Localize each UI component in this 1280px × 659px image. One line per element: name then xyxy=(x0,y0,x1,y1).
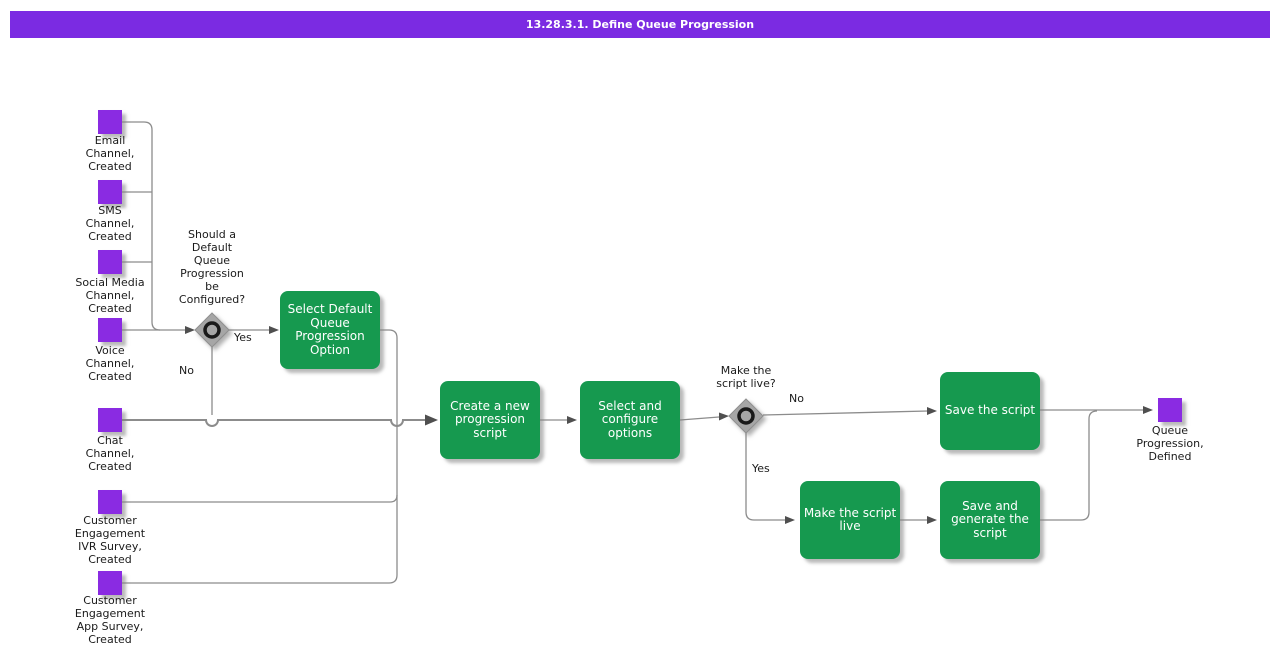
start-event-app-label: Customer Engagement App Survey, Created xyxy=(74,594,146,646)
diagram-title-bar: 13.28.3.1. Define Queue Progression xyxy=(10,11,1270,38)
task-save-script: Save the script xyxy=(940,372,1040,450)
start-event-social-label: Social Media Channel, Created xyxy=(75,276,145,315)
task-create-progression-script-label: Create a new progression script xyxy=(450,398,530,440)
connector-no2 xyxy=(762,410,929,416)
connector-app-survey xyxy=(122,574,398,584)
task-save-generate-script: Save and generate the script xyxy=(940,481,1040,559)
start-event-voice-label: Voice Channel, Created xyxy=(85,344,135,383)
connector-main-flow xyxy=(122,419,425,427)
task-make-script-live-label: Make the script live xyxy=(803,505,897,533)
end-event-icon xyxy=(1158,398,1182,422)
gateway1-ring-icon xyxy=(203,321,221,339)
gateway1-question: Should a Default Queue Progression be Co… xyxy=(178,228,246,306)
connector-task1-exit xyxy=(380,329,398,339)
start-event-chat-label: Chat Channel, Created xyxy=(85,434,135,473)
task-create-progression-script: Create a new progression script xyxy=(440,381,540,459)
arrow-into-task6-icon xyxy=(927,516,937,524)
gateway2-question: Make the script live? xyxy=(716,364,776,390)
task-make-script-live: Make the script live xyxy=(800,481,900,559)
task-save-script-label: Save the script xyxy=(944,403,1036,418)
arrow-into-end-icon xyxy=(1143,406,1153,414)
connector-yes2 xyxy=(745,433,786,521)
start-event-ivr-icon xyxy=(98,490,122,514)
arrow-into-gateway2-icon xyxy=(719,412,729,421)
gateway2-yes-label: Yes xyxy=(752,462,770,475)
start-event-sms-label: SMS Channel, Created xyxy=(85,204,135,243)
gateway2 xyxy=(728,398,764,434)
diagram-title: 13.28.3.1. Define Queue Progression xyxy=(525,18,755,31)
gateway1-diamond-icon xyxy=(194,312,230,348)
task-select-default-option: Select Default Queue Progression Option xyxy=(280,291,380,369)
start-event-social-icon xyxy=(98,250,122,274)
connector-ivr xyxy=(122,494,398,503)
arrow-into-task1-icon xyxy=(269,326,279,334)
arrow-into-gateway1-icon xyxy=(185,326,195,334)
gateway1-no-label: No xyxy=(179,364,194,377)
start-event-ivr-label: Customer Engagement IVR Survey, Created xyxy=(74,514,146,566)
gateway2-diamond-icon xyxy=(728,398,764,434)
arrow-into-task4-icon xyxy=(927,407,937,415)
connector-task6-exit xyxy=(1040,410,1098,521)
gateway1-yes-label: Yes xyxy=(234,331,252,344)
gateway2-ring-icon xyxy=(737,407,755,425)
arrow-into-task5-icon xyxy=(785,516,795,524)
start-event-email-icon xyxy=(98,110,122,134)
start-event-sms-icon xyxy=(98,180,122,204)
start-event-chat-icon xyxy=(98,408,122,432)
start-event-email-label: Email Channel, Created xyxy=(85,134,135,173)
arrow-into-task2-icon xyxy=(425,414,438,426)
flow-connectors xyxy=(122,121,1143,584)
start-event-app-icon xyxy=(98,571,122,595)
connector-task3-gateway2 xyxy=(679,416,720,421)
task-select-configure-options: Select and configure options xyxy=(580,381,680,459)
end-event-label: Queue Progression, Defined xyxy=(1136,424,1204,463)
gateway2-no-label: No xyxy=(789,392,804,405)
task-save-generate-script-label: Save and generate the script xyxy=(951,498,1029,540)
gateway1 xyxy=(194,312,230,348)
arrow-into-task3-icon xyxy=(567,416,577,424)
connector-email xyxy=(122,121,153,131)
task-select-configure-options-label: Select and configure options xyxy=(598,398,662,440)
arrowheads xyxy=(185,326,1153,524)
task-select-default-option-label: Select Default Queue Progression Option xyxy=(287,302,373,357)
start-event-voice-icon xyxy=(98,318,122,342)
